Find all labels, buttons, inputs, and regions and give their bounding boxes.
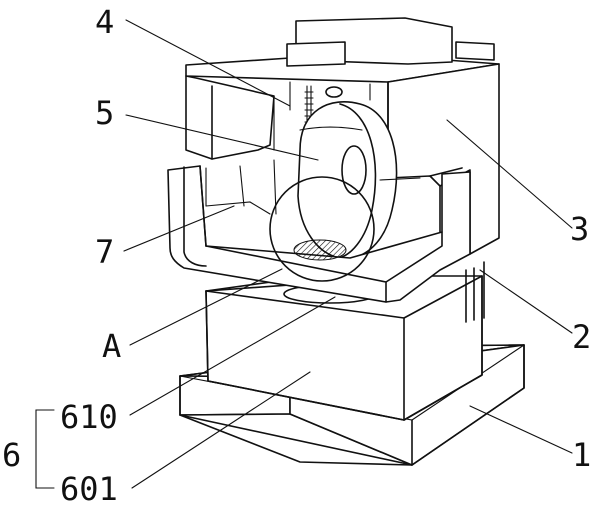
label-610: 610 [60, 398, 118, 436]
leader-601 [131, 371, 311, 489]
detail-a-circle [269, 176, 375, 282]
label-a: A [102, 327, 121, 365]
label-1: 1 [572, 436, 591, 474]
leader-3 [446, 119, 573, 229]
support-post-part-2 [465, 261, 485, 323]
grinding-wheel-part-5 [297, 101, 398, 260]
label-601: 601 [60, 470, 118, 507]
label-3: 3 [570, 210, 589, 248]
label-6: 6 [2, 436, 21, 474]
leader-1 [469, 405, 573, 454]
leader-4 [125, 19, 291, 107]
upper-frame-part-3 [185, 17, 500, 261]
leader-7 [123, 205, 235, 252]
leader-2 [479, 269, 573, 334]
leader-a [129, 268, 283, 346]
label-7: 7 [95, 233, 114, 271]
leader-5 [125, 114, 319, 161]
bracket-6 [35, 409, 55, 489]
part-labels: 4 5 3 7 2 A 610 6 601 1 [2, 3, 591, 507]
leader-lines [35, 19, 573, 489]
label-4: 4 [95, 3, 114, 41]
lower-tray-part-7 [167, 159, 471, 303]
label-2: 2 [572, 318, 591, 356]
label-5: 5 [95, 94, 114, 132]
leader-610 [129, 296, 336, 416]
